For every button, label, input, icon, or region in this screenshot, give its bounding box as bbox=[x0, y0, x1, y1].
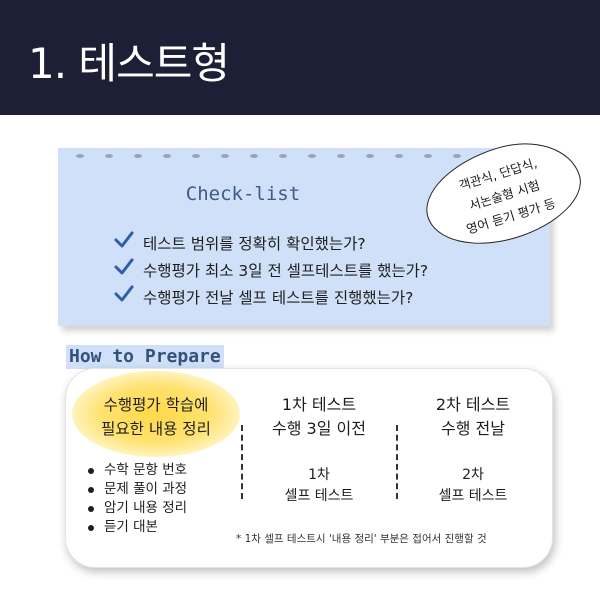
binder-hole bbox=[395, 154, 403, 158]
checklist-item: 테스트 범위를 정확히 확인했는가? bbox=[114, 231, 366, 254]
checklist-item: 수행평가 최소 3일 전 셀프테스트를 했는가? bbox=[114, 258, 429, 281]
binder-hole bbox=[453, 154, 461, 158]
checkmark-icon bbox=[114, 231, 134, 248]
binder-hole bbox=[308, 154, 316, 158]
binder-hole bbox=[366, 154, 374, 158]
checklist-title: Check-list bbox=[185, 183, 301, 205]
binder-hole bbox=[192, 154, 200, 158]
list-item: 듣기 대본 bbox=[88, 518, 187, 537]
highlight-marker bbox=[72, 371, 240, 457]
footnote: * 1차 셀프 테스트시 '내용 정리' 부분은 접어서 진행할 것 bbox=[236, 533, 487, 545]
prepare-col1-title: 필요한 내용 정리 bbox=[101, 420, 211, 438]
first-test-label: 1차 bbox=[308, 467, 330, 483]
prepare-col1-title: 수행평가 학습에 bbox=[103, 396, 209, 414]
first-test-heading: 1차 테스트 bbox=[281, 395, 357, 414]
first-test-timing: 수행 3일 이전 bbox=[272, 419, 366, 438]
checklist-item: 수행평가 전날 셀프 테스트를 진행했는가? bbox=[114, 285, 414, 308]
binder-hole bbox=[279, 154, 287, 158]
checklist-item-text: 수행평가 전날 셀프 테스트를 진행했는가? bbox=[143, 289, 414, 307]
binder-hole bbox=[163, 154, 171, 158]
second-test-heading: 2차 테스트 bbox=[435, 395, 511, 414]
binder-hole bbox=[250, 154, 258, 158]
binder-hole bbox=[337, 154, 345, 158]
checkmark-icon bbox=[114, 285, 134, 302]
column-divider bbox=[396, 425, 398, 499]
binder-holes bbox=[76, 154, 536, 162]
binder-hole bbox=[424, 154, 432, 158]
list-item: 수학 문항 번호 bbox=[88, 461, 187, 480]
column-divider bbox=[241, 425, 243, 499]
second-test-label: 2차 bbox=[462, 467, 484, 483]
header-banner: 1. 테스트형 bbox=[0, 0, 600, 115]
prepare-bullet-list: 수학 문항 번호 문제 풀이 과정 암기 내용 정리 듣기 대본 bbox=[88, 461, 187, 537]
second-test-timing: 수행 전날 bbox=[441, 419, 505, 438]
checklist-item-text: 수행평가 최소 3일 전 셀프테스트를 했는가? bbox=[143, 262, 429, 280]
list-item: 암기 내용 정리 bbox=[88, 499, 187, 518]
second-test-label: 셀프 테스트 bbox=[438, 488, 508, 504]
how-to-prepare-label: How to Prepare bbox=[66, 345, 224, 369]
page-title: 1. 테스트형 bbox=[28, 39, 230, 88]
list-item: 문제 풀이 과정 bbox=[88, 480, 187, 499]
binder-hole bbox=[105, 154, 113, 158]
binder-hole bbox=[221, 154, 229, 158]
checklist-item-text: 테스트 범위를 정확히 확인했는가? bbox=[143, 235, 366, 253]
checkmark-icon bbox=[114, 258, 134, 275]
first-test-label: 셀프 테스트 bbox=[284, 488, 354, 504]
binder-hole bbox=[76, 154, 84, 158]
prepare-card: 수행평가 학습에 필요한 내용 정리 수학 문항 번호 문제 풀이 과정 암기 … bbox=[65, 368, 553, 568]
binder-hole bbox=[134, 154, 142, 158]
